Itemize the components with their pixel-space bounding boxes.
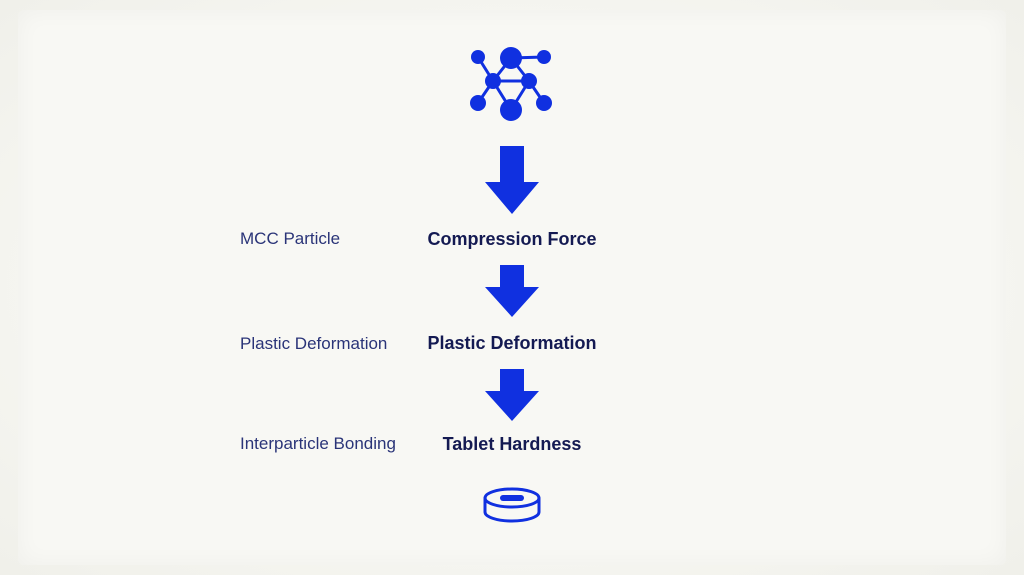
arrow-down-icon — [485, 265, 539, 317]
step-plastic-deformation: Plastic Deformation — [427, 333, 597, 353]
arrow-down-icon — [485, 146, 539, 214]
side-label-plastic-deformation: Plastic Deformation — [240, 334, 388, 353]
molecule-network-icon — [470, 47, 552, 121]
arrow-down-icon — [485, 369, 539, 421]
step-compression-force: Compression Force — [427, 229, 597, 249]
side-label-interparticle-bonding: Interparticle Bonding — [240, 434, 396, 453]
tablet-icon — [483, 487, 541, 523]
side-label-mcc-particle: MCC Particle — [240, 229, 341, 248]
step-tablet-hardness: Tablet Hardness — [442, 434, 582, 454]
